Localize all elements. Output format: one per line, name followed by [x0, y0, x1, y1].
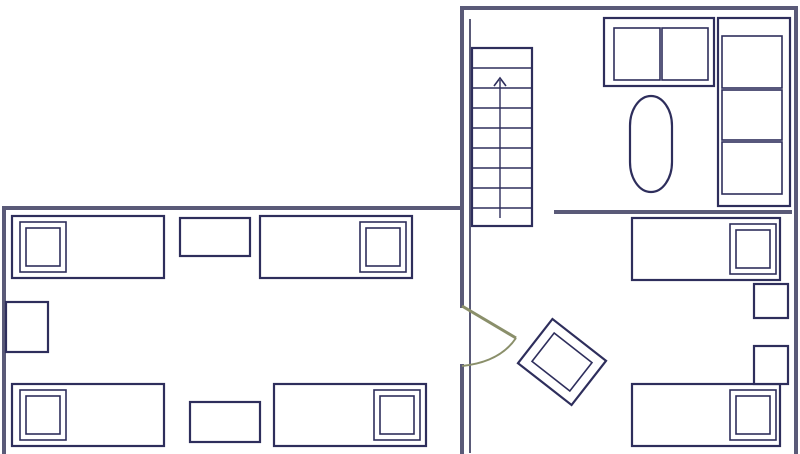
right-small-box-1 [752, 282, 790, 320]
staircase-frame [470, 46, 534, 228]
door-swing-arc [461, 337, 517, 367]
bed-left-top [10, 214, 166, 280]
nightstand-bottom [188, 400, 262, 444]
bed-right-bottom [630, 382, 782, 448]
sofa-top [602, 16, 716, 88]
stair-arrow-head [493, 76, 507, 87]
staircase [470, 46, 534, 228]
oval-coffee-table [628, 94, 674, 194]
sofa-right [716, 16, 792, 208]
bed-left-bottom [10, 382, 166, 448]
side-cabinet [4, 300, 50, 354]
door-leaf [461, 304, 517, 340]
bed-right-top [630, 216, 782, 282]
walls [2, 6, 798, 454]
bed-middle-top [258, 214, 414, 280]
right-small-box-2 [752, 344, 790, 386]
bed-middle-bottom [272, 382, 428, 448]
door [461, 304, 517, 367]
nightstand-top [178, 216, 252, 258]
armchair [516, 317, 608, 407]
